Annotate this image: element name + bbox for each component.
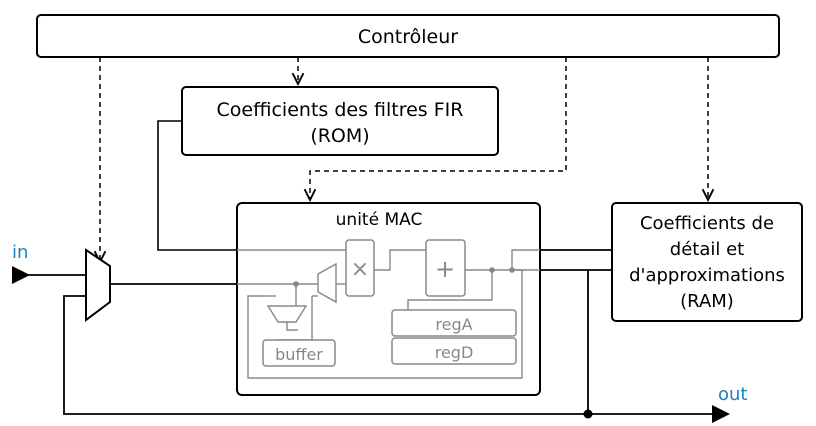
output-arrow-icon: [712, 405, 730, 423]
reg-d-block: regD: [391, 337, 517, 365]
rom-label-line2: (ROM): [310, 125, 369, 147]
input-arrow-icon: [12, 266, 30, 284]
reg-a-label: regA: [435, 315, 472, 334]
control-lines: [100, 57, 708, 262]
reg-a-block: regA: [391, 309, 517, 337]
output-junction-dot: [583, 409, 593, 419]
ram-label-line2: détail et: [670, 239, 744, 260]
mac-mux-shape: [317, 262, 337, 304]
external-wires: [25, 249, 712, 415]
ram-label-line4: (RAM): [680, 291, 734, 312]
output-port-label: out: [718, 384, 747, 405]
ram-label-line3: d'approximations: [629, 265, 785, 286]
add-symbol: +: [435, 255, 455, 283]
buffer-label: buffer: [275, 345, 323, 364]
reg-d-label: regD: [435, 343, 474, 362]
input-mux-shape: [85, 248, 111, 322]
multiplier-block: ×: [345, 239, 375, 297]
multiply-symbol: ×: [351, 257, 369, 282]
adder-block: +: [425, 239, 466, 297]
controller-block: Contrôleur: [36, 14, 780, 58]
rom-block: Coefficients des filtres FIR (ROM): [181, 86, 499, 156]
ram-label-line1: Coefficients de: [640, 213, 774, 234]
rom-label-line1: Coefficients des filtres FIR: [217, 99, 464, 121]
controller-label: Contrôleur: [358, 26, 458, 48]
buffer-block: buffer: [262, 339, 336, 367]
mac-title: unité MAC: [336, 210, 423, 230]
mac-unit: unité MAC ×: [236, 202, 541, 396]
mac-funnel-shape: [266, 305, 308, 323]
input-port-label: in: [12, 242, 28, 263]
ram-block: Coefficients de détail et d'approximatio…: [611, 202, 803, 322]
